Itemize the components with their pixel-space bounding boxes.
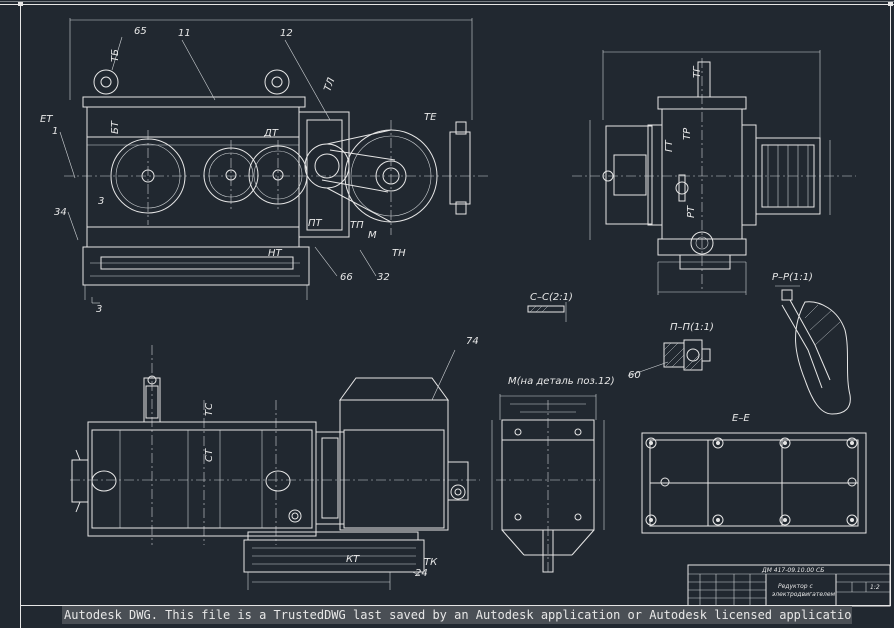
letter-et: ЕТ bbox=[40, 114, 53, 125]
section-rr bbox=[775, 285, 851, 415]
side-view bbox=[572, 50, 856, 295]
callout-65: 65 bbox=[134, 26, 147, 37]
view-m bbox=[491, 394, 605, 575]
position-callouts: 65 11 12 1 34 3 3 66 32 74 60 24 М bbox=[52, 26, 641, 579]
letter-bt: БТ bbox=[110, 120, 121, 134]
letter-te: ТЕ bbox=[424, 112, 437, 123]
callout-66: 66 bbox=[340, 272, 353, 283]
letter-tg: ТГ bbox=[692, 65, 703, 78]
letter-dt: ДТ bbox=[263, 128, 279, 139]
callout-60: 60 bbox=[628, 370, 641, 381]
callout-1: 1 bbox=[52, 126, 58, 137]
view-labels: С–С(2:1) П–П(1:1) Р–Р(1:1) М(на деталь п… bbox=[508, 272, 813, 424]
letter-gt: ГТ bbox=[664, 139, 675, 152]
letter-tb: ТБ bbox=[110, 49, 121, 62]
label-section-rr: Р–Р(1:1) bbox=[772, 272, 813, 283]
callout-74: 74 bbox=[466, 336, 479, 347]
trusted-dwg-status-bar: Autodesk DWG. This file is a TrustedDWG … bbox=[62, 606, 852, 624]
label-section-cc: С–С(2:1) bbox=[530, 292, 573, 303]
main-front-view bbox=[59, 18, 488, 304]
section-cc bbox=[527, 302, 567, 322]
letter-tn: ТН bbox=[392, 248, 406, 259]
callout-24: 24 bbox=[415, 568, 428, 579]
section-pp bbox=[627, 339, 711, 377]
letter-tp: ТП bbox=[350, 220, 364, 231]
letter-nt: НТ bbox=[268, 248, 283, 259]
status-bar-message: Autodesk DWG. This file is a TrustedDWG … bbox=[64, 608, 852, 622]
top-view bbox=[70, 345, 480, 590]
letter-pt: ПТ bbox=[308, 218, 323, 229]
section-ee bbox=[641, 432, 867, 534]
label-view-m: М(на деталь поз.12) bbox=[508, 376, 615, 387]
callout-3: 3 bbox=[98, 196, 104, 207]
letter-tr: ТР bbox=[682, 127, 693, 140]
callout-11: 11 bbox=[178, 28, 191, 39]
callout-12: 12 bbox=[280, 28, 293, 39]
callout-m: М bbox=[368, 230, 377, 241]
title-block-title-line1: Редуктор с bbox=[778, 583, 814, 590]
title-block-designation: ДМ 417-09.10.00 СБ bbox=[761, 567, 824, 574]
title-block-title-line2: электродвигателем bbox=[772, 591, 836, 598]
label-section-pp: П–П(1:1) bbox=[670, 322, 714, 333]
title-block-scale: 1:2 bbox=[870, 584, 880, 591]
letter-tk: ТК bbox=[424, 557, 438, 568]
letter-tc: ТС bbox=[204, 403, 215, 416]
letter-ct: СТ bbox=[204, 448, 215, 462]
title-block: ДМ 417-09.10.00 СБ Редуктор с электродви… bbox=[687, 564, 891, 607]
section-letters: ТБ ЕТ ТЛ ТЕ ПТ ТП ТН НТ БТ ДТ ТГ ГТ РТ Т… bbox=[40, 49, 703, 568]
callout-3b: 3 bbox=[96, 304, 102, 315]
label-section-ee: Е–Е bbox=[732, 413, 750, 424]
callout-34: 34 bbox=[54, 207, 67, 218]
letter-kt: КТ bbox=[346, 554, 360, 565]
letter-tl: ТЛ bbox=[322, 76, 337, 93]
letter-rt: РТ bbox=[686, 205, 697, 218]
callout-32: 32 bbox=[377, 272, 390, 283]
